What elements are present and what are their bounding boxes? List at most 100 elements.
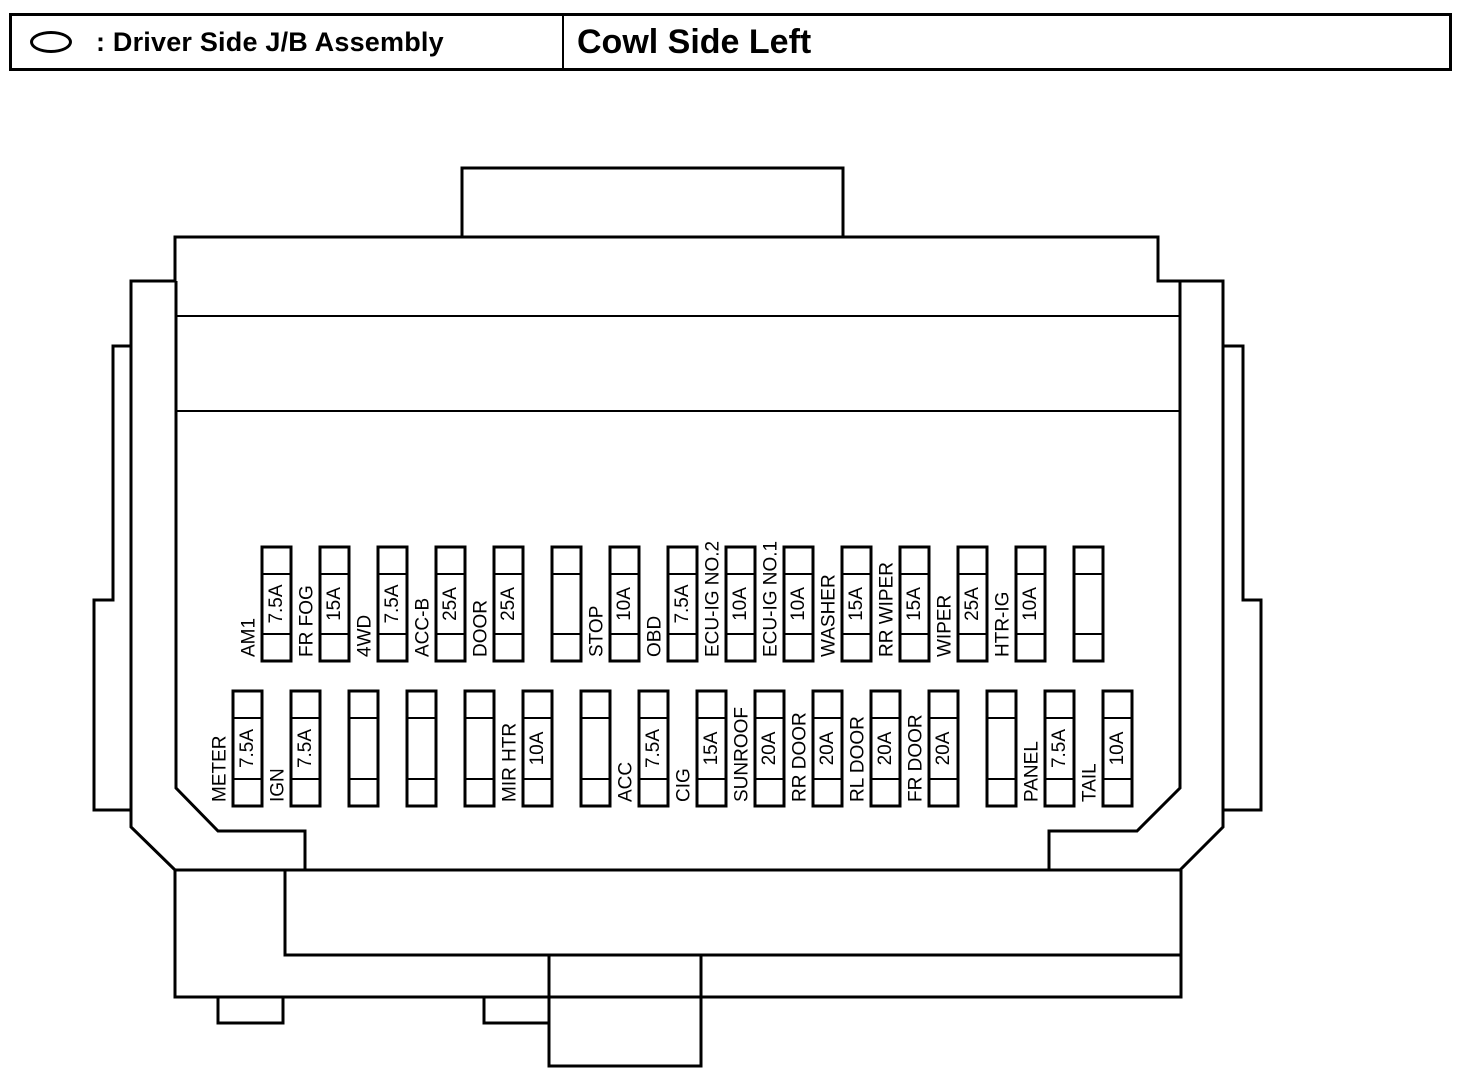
fuse-name: IGN [268, 768, 289, 802]
header-bar: : Driver Side J/B Assembly Cowl Side Lef… [9, 13, 1452, 71]
fuse-name: FR DOOR [906, 714, 927, 802]
fuse-rating: 10A [1107, 731, 1128, 765]
fuse-slot: 25A WIPER [935, 545, 989, 663]
fuse-body [724, 545, 757, 663]
fuse-rating: 20A [759, 731, 780, 765]
fuse-name: ACC-B [413, 598, 434, 657]
oval-symbol-icon [30, 31, 72, 53]
fuse-slot: 20A RL DOOR [848, 689, 902, 808]
fuse-slot: 10A TAIL [1080, 689, 1134, 808]
fuse-name: AM1 [239, 618, 260, 657]
fuse-rating: 25A [440, 587, 461, 621]
legend-cell: : Driver Side J/B Assembly [12, 16, 564, 68]
fuse-rating: 15A [701, 731, 722, 765]
fuse-rating: 15A [846, 587, 867, 621]
fuse-body [463, 689, 496, 808]
fuse-slot: 7.5A IGN [268, 689, 322, 808]
fuse-rating: 15A [324, 587, 345, 621]
fuse-body [666, 545, 699, 663]
fuse-body [956, 545, 989, 663]
fuse-slot: 25A ACC-B [413, 545, 467, 663]
fuse-rating: 10A [788, 587, 809, 621]
fuse-slot [405, 689, 438, 808]
fuse-body [260, 545, 293, 663]
panel-divider-lines [176, 315, 1180, 412]
fuse-name: HTR-IG [993, 592, 1014, 657]
fuse-name: ECU-IG NO.1 [761, 541, 782, 657]
fuse-rating: 7.5A [1049, 729, 1070, 768]
location-title: Cowl Side Left [577, 22, 812, 61]
fuse-slot [347, 689, 380, 808]
fuse-rating: 10A [614, 587, 635, 621]
fuse-body [811, 689, 844, 808]
fuse-name: RR DOOR [790, 712, 811, 802]
fuse-body [405, 689, 438, 808]
fuse-body [347, 689, 380, 808]
fuse-body [695, 689, 728, 808]
fuse-slot: 7.5A 4WD [355, 545, 409, 663]
fuse-body [318, 545, 351, 663]
fuse-rating: 7.5A [237, 729, 258, 768]
fuse-rating: 7.5A [295, 729, 316, 768]
fuse-rating: 20A [933, 731, 954, 765]
fuse-slot: 20A RR DOOR [790, 689, 844, 808]
fuse-slot: 15A RR WIPER [877, 545, 931, 663]
fuse-body [608, 545, 641, 663]
fuse-slot [1072, 545, 1105, 663]
fuse-name: TAIL [1080, 763, 1101, 802]
fuse-body [927, 689, 960, 808]
fuse-body [521, 689, 554, 808]
fuse-rating: 10A [527, 731, 548, 765]
fuse-rating: 10A [730, 587, 751, 621]
fuse-body [1072, 545, 1105, 663]
fuse-slot: 20A SUNROOF [732, 689, 786, 808]
fuse-rating: 7.5A [382, 584, 403, 623]
fuse-name: ECU-IG NO.2 [703, 541, 724, 657]
fuse-slot [550, 545, 583, 663]
fuse-body [637, 689, 670, 808]
fuse-slot [579, 689, 612, 808]
fuse-name: RL DOOR [848, 716, 869, 802]
fuse-body [985, 689, 1018, 808]
fuse-rating: 25A [962, 587, 983, 621]
fuse-slot: 15A CIG [674, 689, 728, 808]
fuse-rating: 20A [817, 731, 838, 765]
fuse-rating: 20A [875, 731, 896, 765]
fuse-body [1043, 689, 1076, 808]
fuse-slot [985, 689, 1018, 808]
fuse-rating: 25A [498, 587, 519, 621]
fuse-name: CIG [674, 768, 695, 802]
fuse-rating: 7.5A [672, 584, 693, 623]
fuse-body [434, 545, 467, 663]
fuse-body [1014, 545, 1047, 663]
fuse-slot: 7.5A METER [210, 689, 264, 808]
fuse-slot: 15A WASHER [819, 545, 873, 663]
fuse-name: WASHER [819, 574, 840, 657]
fuse-name: RR WIPER [877, 562, 898, 657]
fuse-body [492, 545, 525, 663]
fuse-slot [463, 689, 496, 808]
fuse-name: WIPER [935, 595, 956, 657]
fuse-rating: 10A [1020, 587, 1041, 621]
fuse-name: METER [210, 736, 231, 803]
fuse-body [579, 689, 612, 808]
fuse-name: 4WD [355, 615, 376, 657]
fuse-rating: 15A [904, 587, 925, 621]
fuse-slot: 10A ECU-IG NO.1 [761, 541, 815, 663]
fuse-name: SUNROOF [732, 707, 753, 802]
fuse-body [1101, 689, 1134, 808]
fuse-body [753, 689, 786, 808]
fuse-body [231, 689, 264, 808]
fuse-body [898, 545, 931, 663]
fuse-slot: 20A FR DOOR [906, 689, 960, 808]
fuse-body [289, 689, 322, 808]
